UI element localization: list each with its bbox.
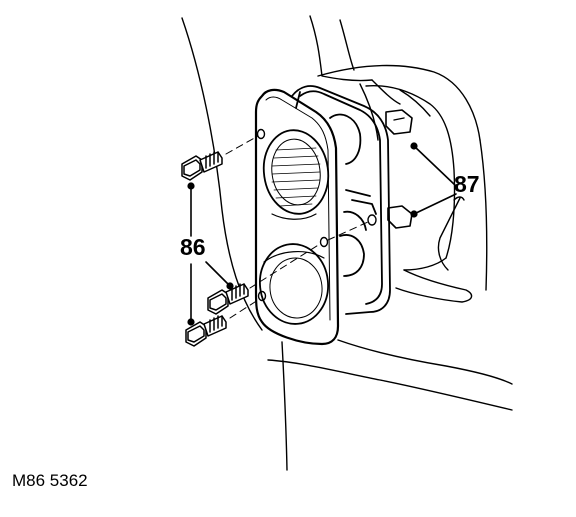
vehicle-body [181,15,513,471]
screw-hole-middle [319,236,329,248]
housing-hole [367,214,377,226]
figure-reference: M86 5362 [12,471,88,490]
screw-upper [181,151,223,181]
screw-hole-bottom [257,290,267,302]
lamp-housing [291,85,391,315]
screw-middle [207,283,249,315]
screw-lower [185,315,227,347]
callout-86-label: 86 [180,234,206,260]
rear-lamp-unit [254,88,377,346]
fitting-guide-lines [225,135,369,319]
upper-lens [262,129,330,220]
lower-lens [259,243,329,325]
callout-86-leaders [187,182,234,326]
screw-hole-top [256,128,266,140]
callout-87-leaders [410,142,457,218]
callout-87-label: 87 [454,171,480,197]
